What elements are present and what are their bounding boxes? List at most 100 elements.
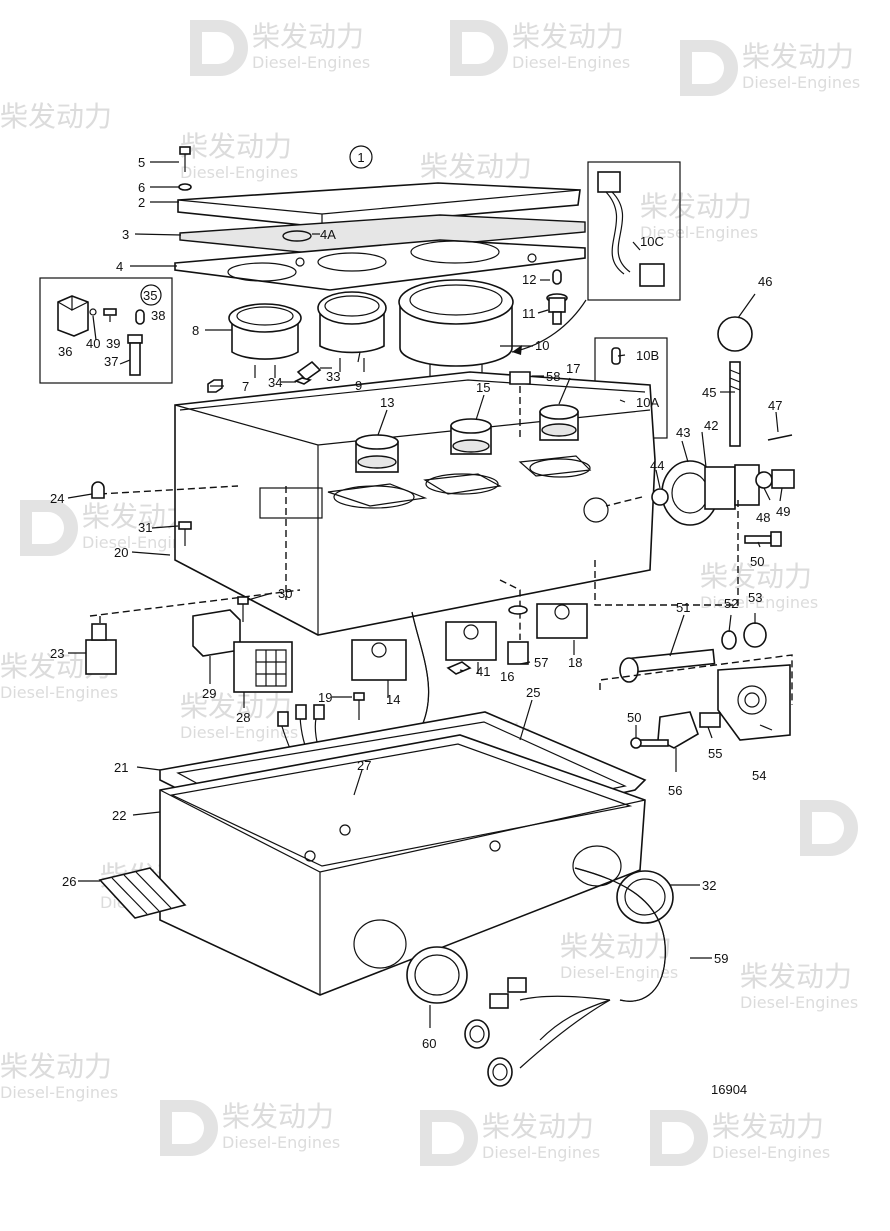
switch-14 [351, 639, 407, 681]
label-12: 12 [522, 272, 536, 287]
svg-text:Diesel-Engines: Diesel-Engines [512, 53, 630, 72]
bolt-19 [353, 692, 365, 720]
dash-42 [594, 500, 739, 606]
svg-text:Diesel-Engines: Diesel-Engines [712, 1143, 830, 1162]
label-10c: 10C [640, 234, 664, 249]
harness-59 [464, 867, 666, 1087]
label-30: 30 [278, 586, 292, 601]
label-54: 54 [752, 768, 766, 783]
svg-text:Diesel-Engines: Diesel-Engines [700, 593, 818, 612]
label-48: 48 [756, 510, 770, 525]
svg-text:柴发动力: 柴发动力 [482, 1110, 594, 1143]
label-15: 15 [476, 380, 490, 395]
label-40: 40 [86, 336, 100, 351]
label-56: 56 [668, 783, 682, 798]
label-60: 60 [422, 1036, 436, 1051]
label-52: 52 [724, 596, 738, 611]
svg-text:柴发动力: 柴发动力 [560, 930, 672, 963]
label-11: 11 [522, 306, 536, 321]
label-17: 17 [566, 361, 580, 376]
label-46: 46 [758, 274, 772, 289]
rod-51 [619, 622, 767, 683]
label-23: 23 [50, 646, 64, 661]
seal-4a [282, 230, 312, 242]
label-47: 47 [768, 398, 782, 413]
svg-text:Diesel-Engines: Diesel-Engines [222, 1133, 340, 1152]
label-31: 31 [138, 520, 152, 535]
part-labels: 5 6 2 3 4 4A 8 9 10 7 34 33 12 11 10C 10… [50, 155, 790, 1097]
svg-text:Diesel-Engines: Diesel-Engines [740, 993, 858, 1012]
label-2: 2 [138, 195, 145, 210]
arrow-10c [511, 299, 587, 353]
label-39: 39 [106, 336, 120, 351]
label-16: 16 [500, 669, 514, 684]
label-29: 29 [202, 686, 216, 701]
label-6: 6 [138, 180, 145, 195]
label-10a: 10A [636, 395, 659, 410]
label-9: 9 [355, 378, 362, 393]
label-36: 36 [58, 344, 72, 359]
svg-text:柴发动力: 柴发动力 [640, 190, 752, 223]
svg-text:柴发动力: 柴发动力 [222, 1100, 334, 1133]
svg-text:Diesel-Engines: Diesel-Engines [482, 1143, 600, 1162]
svg-text:柴发动力: 柴发动力 [712, 1110, 824, 1143]
gauge-17 [539, 404, 579, 441]
cover-glass [177, 182, 581, 228]
gauge-9 [317, 291, 387, 372]
label-3: 3 [122, 227, 129, 242]
label-28: 28 [236, 710, 250, 725]
label-50-top: 50 [750, 554, 764, 569]
label-7: 7 [242, 379, 249, 394]
relay-29 [192, 609, 241, 657]
connector-28 [233, 641, 293, 693]
screw-50-top [744, 531, 782, 547]
label-4: 4 [116, 259, 123, 274]
label-57: 57 [534, 655, 548, 670]
svg-text:Diesel-Engines: Diesel-Engines [180, 163, 298, 182]
label-58: 58 [546, 369, 560, 384]
gauge-13 [355, 434, 399, 473]
label-22: 22 [112, 808, 126, 823]
plug-24 [91, 481, 105, 499]
label-13: 13 [380, 395, 394, 410]
label-18: 18 [568, 655, 582, 670]
label-26: 26 [62, 874, 76, 889]
svg-text:柴发动力: 柴发动力 [740, 960, 852, 993]
terminal-block-26 [98, 867, 187, 919]
svg-text:Diesel-Engines: Diesel-Engines [0, 1083, 118, 1102]
label-34: 34 [268, 375, 282, 390]
label-8: 8 [192, 323, 199, 338]
label-35: 35 [143, 288, 157, 303]
svg-text:Diesel-Engines: Diesel-Engines [560, 963, 678, 982]
label-37: 37 [104, 354, 118, 369]
label-51: 51 [676, 600, 690, 615]
svg-text:Diesel-Engines: Diesel-Engines [180, 723, 298, 742]
pin-47 [767, 434, 793, 441]
gauge-8 [228, 303, 302, 378]
label-14: 14 [386, 692, 400, 707]
svg-text:Diesel-Engines: Diesel-Engines [0, 683, 118, 702]
label-4a: 4A [320, 227, 336, 242]
label-49: 49 [776, 504, 790, 519]
label-20: 20 [114, 545, 128, 560]
label-50-bottom: 50 [627, 710, 641, 725]
dash-44 [605, 496, 643, 507]
label-35-circle [140, 284, 162, 306]
svg-text:柴发动力: 柴发动力 [512, 20, 624, 53]
screw-30 [237, 596, 249, 622]
relay-23 [85, 623, 117, 675]
bulb-12 [552, 269, 562, 285]
dash-54 [599, 654, 793, 705]
label-10: 10 [535, 338, 549, 353]
label-19: 19 [318, 690, 332, 705]
cap-58 [509, 371, 531, 385]
bracket-54 [717, 664, 791, 741]
svg-text:柴发动力: 柴发动力 [252, 20, 364, 53]
label-5: 5 [138, 155, 145, 170]
label-38: 38 [151, 308, 165, 323]
instrument-panel-plate [174, 239, 586, 291]
label-45: 45 [702, 385, 716, 400]
svg-text:Diesel-Engines: Diesel-Engines [742, 73, 860, 92]
label-43: 43 [676, 425, 690, 440]
